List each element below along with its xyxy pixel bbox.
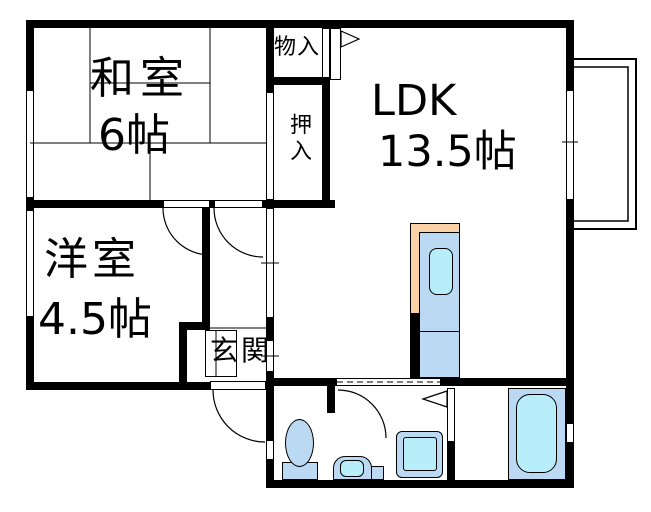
washbasin-bowl (340, 460, 364, 477)
sliding-door-hall-ldk (266, 208, 274, 318)
opening-kitchen-washroom (337, 378, 440, 386)
wall-strip-bottom (266, 480, 574, 488)
wall-youshitsu-right (202, 208, 210, 322)
wall-genkan-jog-top (179, 322, 210, 330)
wall-strip-top-left (274, 378, 337, 386)
window-toilet (266, 440, 274, 460)
door-washitsu-hall (214, 200, 263, 208)
wall-strip-top-right (440, 378, 574, 386)
wall-right-mid (566, 200, 574, 423)
label-oshiire: 押入 (286, 113, 311, 165)
toilet-bowl (285, 419, 314, 467)
window-bathroom (566, 423, 574, 443)
wall-genkan-jog-left (179, 330, 187, 390)
label-youshitsu-size: 4.5帖 (38, 294, 152, 345)
fusuma-oshiire (266, 92, 274, 200)
wall-washitsu-bottom-left (26, 200, 163, 208)
wall-washitsu-right (266, 20, 274, 92)
window-youshitsu-west (26, 210, 34, 317)
door-monoire-leaf (330, 28, 341, 80)
door-monoire-gap (322, 28, 330, 78)
door-washitsu-youshitsu (163, 200, 210, 208)
washing-machine (403, 437, 437, 471)
wall-hall-partition-low (266, 372, 274, 390)
label-washitsu-size: 6帖 (98, 110, 170, 161)
wall-monoire-bottom (274, 77, 322, 85)
wall-washitsu-bottom-right (263, 200, 335, 208)
pennant-monoire (340, 30, 361, 48)
wall-hall-partition-mid (266, 318, 274, 340)
kitchen-sink (429, 248, 453, 295)
label-ldk-name: LDK (371, 76, 457, 126)
window-ldk-east (566, 90, 574, 200)
wall-toilet-divider (327, 386, 335, 413)
wall-right-upper (566, 20, 574, 90)
shoe-cabinet (205, 330, 237, 377)
wall-left-lower (26, 317, 34, 390)
label-youshitsu-name: 洋室 (44, 234, 140, 285)
label-washitsu-name: 和室 (90, 53, 190, 104)
label-monoire: 物入 (274, 35, 321, 60)
kitchen-unit-divider (419, 331, 460, 332)
wall-kitchen-stub (410, 313, 420, 378)
wall-closet-right (322, 77, 330, 200)
wall-bottom-west-room (26, 382, 210, 390)
balcony (574, 58, 637, 230)
wall-top (26, 20, 574, 28)
window-washitsu-west (26, 90, 34, 198)
wall-strip-left-upper (266, 390, 274, 440)
entry-door-leaf (210, 381, 266, 390)
wall-right-lower (566, 443, 574, 488)
door-bathroom (447, 388, 455, 442)
pennant-bathroom (421, 390, 448, 408)
wall-strip-left-lower (266, 460, 274, 480)
wall-left-upper (26, 20, 34, 90)
label-genkan: 玄関 (210, 334, 273, 367)
wall-bath-divider (447, 442, 455, 480)
label-ldk-size: 13.5帖 (378, 127, 517, 177)
wall-door-post (210, 200, 214, 208)
bathtub (516, 394, 557, 473)
